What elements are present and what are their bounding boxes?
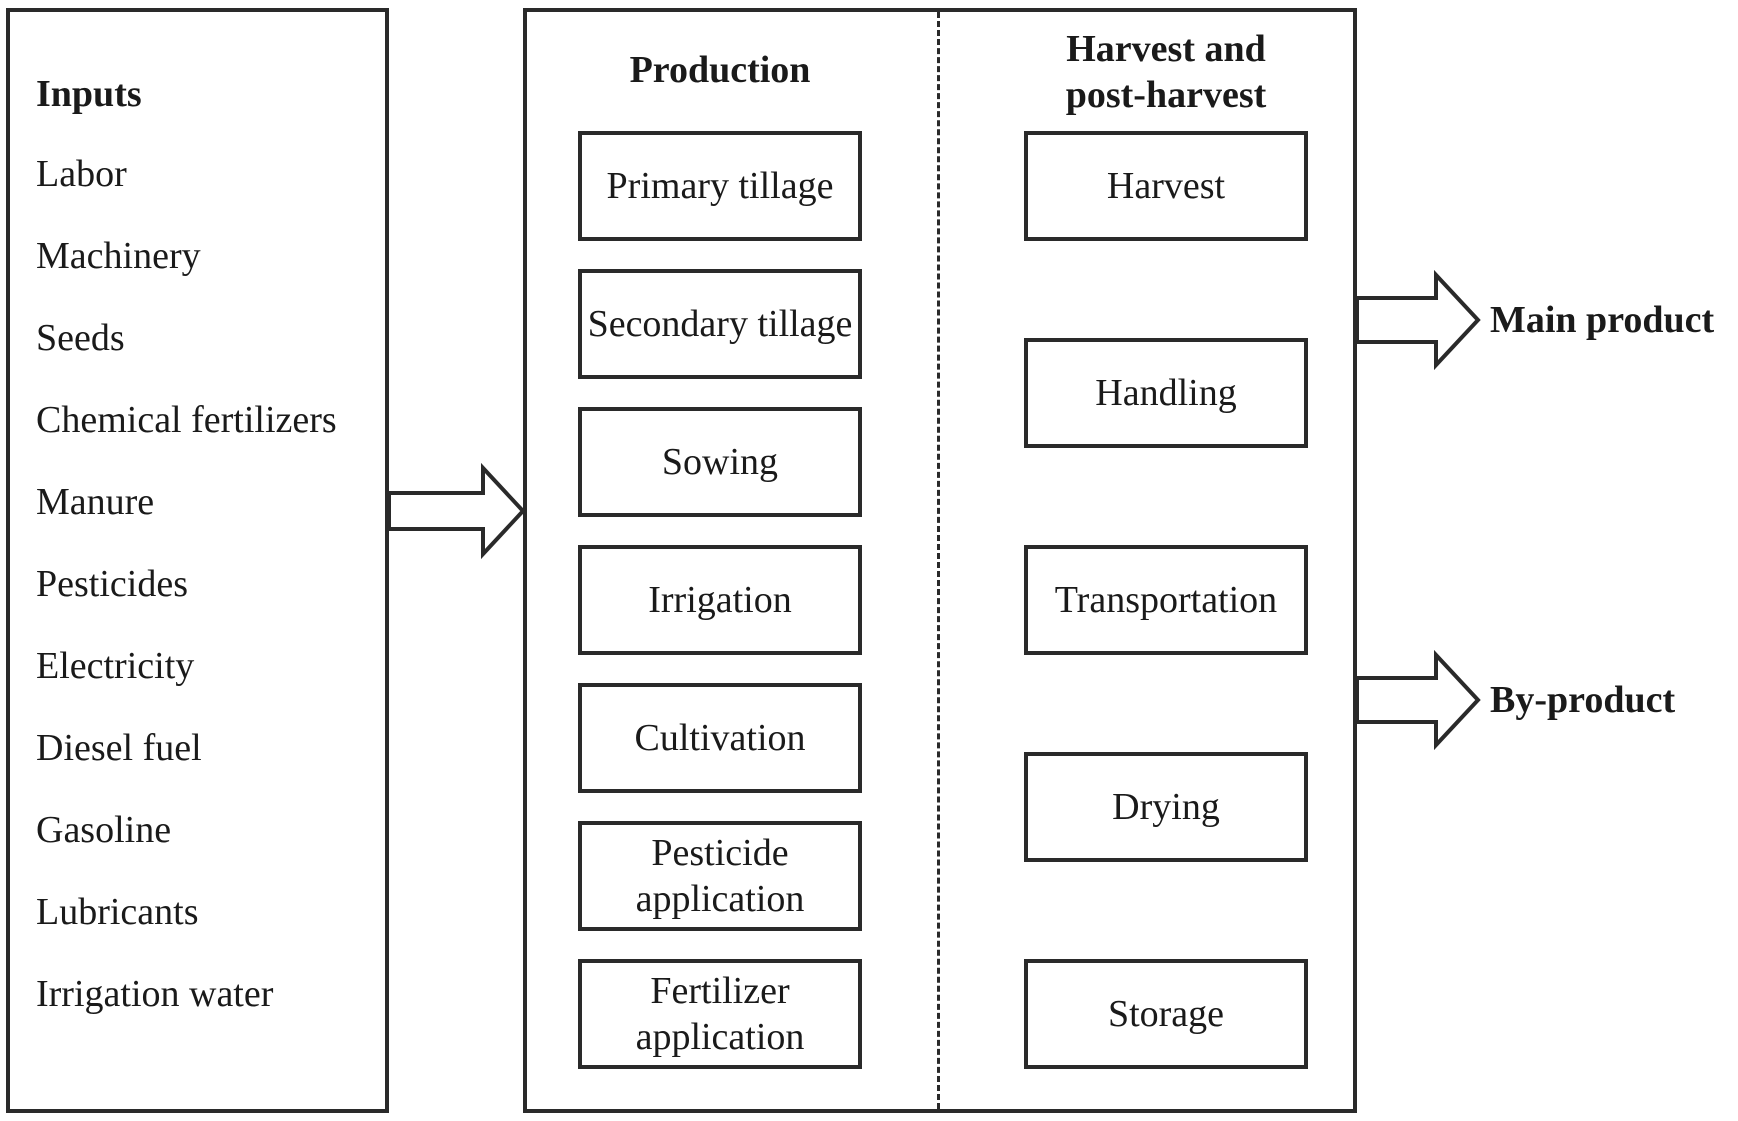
- production-step: Fertilizer application: [578, 959, 862, 1069]
- production-step-label: Pesticide application: [635, 832, 805, 920]
- input-item-diesel-fuel: Diesel fuel: [36, 727, 202, 769]
- production-step-label: Cultivation: [634, 717, 806, 759]
- input-item-electricity: Electricity: [36, 645, 195, 687]
- harvest-step-label: Transportation: [1054, 579, 1278, 621]
- harvest-step: Drying: [1024, 752, 1308, 862]
- input-item-manure: Manure: [36, 481, 155, 523]
- section-divider: [937, 12, 940, 1109]
- production-step: Irrigation: [578, 545, 862, 655]
- production-step: Sowing: [578, 407, 862, 517]
- inputs-panel: [6, 8, 389, 1113]
- harvest-step: Transportation: [1024, 545, 1308, 655]
- by-product-label: By-product: [1490, 679, 1676, 721]
- production-step-label: Fertilizer application: [635, 970, 805, 1058]
- inputs-title: Inputs: [36, 73, 142, 115]
- input-item-gasoline: Gasoline: [36, 809, 172, 851]
- production-step: Pesticide application: [578, 821, 862, 931]
- production-step: Secondary tillage: [578, 269, 862, 379]
- input-item-chemical-fertilizers: Chemical fertilizers: [36, 399, 337, 441]
- harvest-step: Handling: [1024, 338, 1308, 448]
- harvest-title: Harvest and post-harvest: [1065, 28, 1267, 116]
- production-step: Cultivation: [578, 683, 862, 793]
- input-item-lubricants: Lubricants: [36, 891, 199, 933]
- production-step-label: Sowing: [661, 441, 779, 483]
- by-product-arrow: [1355, 649, 1481, 751]
- input-item-irrigation-water: Irrigation water: [36, 973, 274, 1015]
- input-item-pesticides: Pesticides: [36, 563, 188, 605]
- production-step: Primary tillage: [578, 131, 862, 241]
- production-title: Production: [629, 49, 811, 91]
- harvest-step-label: Handling: [1095, 372, 1237, 414]
- harvest-step-label: Drying: [1112, 786, 1220, 828]
- production-step-label: Irrigation: [648, 579, 792, 621]
- harvest-step-label: Storage: [1107, 993, 1225, 1035]
- harvest-step: Storage: [1024, 959, 1308, 1069]
- input-item-machinery: Machinery: [36, 235, 201, 277]
- harvest-step: Harvest: [1024, 131, 1308, 241]
- production-step-label: Secondary tillage: [587, 303, 853, 345]
- main-product-label: Main product: [1490, 299, 1715, 341]
- harvest-step-label: Harvest: [1106, 165, 1226, 207]
- inputs-arrow: [387, 462, 526, 560]
- input-item-seeds: Seeds: [36, 317, 125, 359]
- input-item-labor: Labor: [36, 153, 127, 195]
- production-step-label: Primary tillage: [606, 165, 834, 207]
- main-product-arrow: [1355, 269, 1481, 371]
